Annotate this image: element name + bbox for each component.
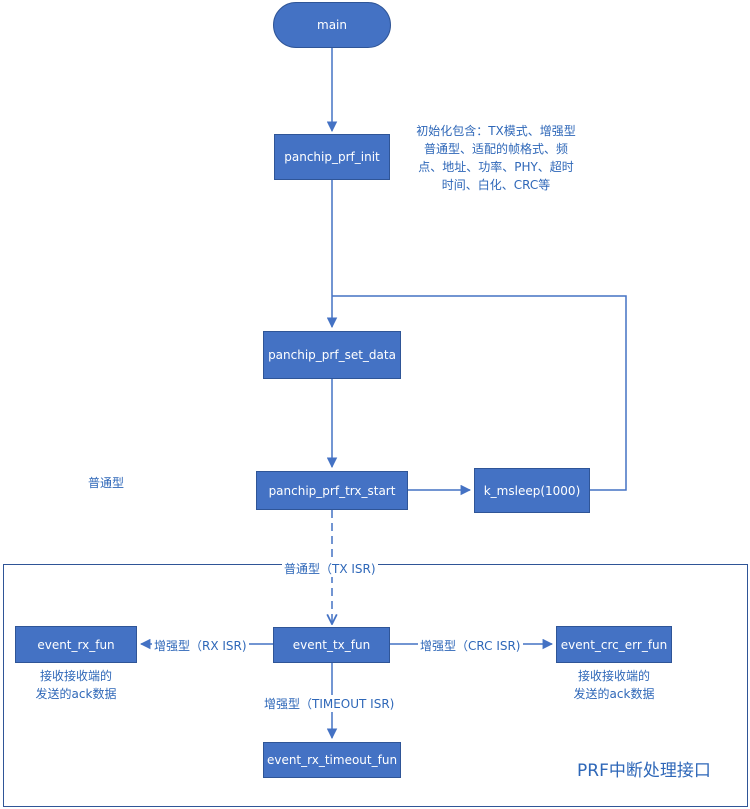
rx-ack-note-line: 接收接收端的 <box>39 669 112 683</box>
timeout-isr-edge-label: 增强型（TIMEOUT ISR) <box>262 695 397 712</box>
main-node[interactable]: main <box>273 2 391 48</box>
normal-mode-label: 普通型 <box>88 476 125 490</box>
event-rx-timeout-node[interactable]: event_rx_timeout_fun <box>263 742 401 778</box>
set-data-node[interactable]: panchip_prf_set_data <box>263 331 401 379</box>
sleep-node[interactable]: k_msleep(1000) <box>474 468 590 513</box>
init-description-line: 初始化包含：TX模式、增强型 <box>416 124 576 138</box>
crc-ack-note-line: 接收接收端的 <box>577 669 650 683</box>
init-description-line: 普通型、适配的帧格式、频 <box>423 142 568 156</box>
rx-ack-note: 接收接收端的 发送的ack数据 <box>22 667 130 703</box>
trx-start-node[interactable]: panchip_prf_trx_start <box>256 471 408 510</box>
init-description-line: 点、地址、功率、PHY、超时 <box>418 160 574 174</box>
isr-group-title: PRF中断处理接口 <box>577 761 711 781</box>
rx-isr-edge-label: 增强型（RX ISR) <box>152 637 249 654</box>
event-crc-err-node[interactable]: event_crc_err_fun <box>556 626 672 663</box>
crc-ack-note-line: 发送的ack数据 <box>573 687 655 701</box>
crc-isr-edge-label: 增强型（CRC ISR) <box>418 637 523 654</box>
edge-sleep-loop-back <box>332 295 627 491</box>
rx-ack-note-line: 发送的ack数据 <box>35 687 117 701</box>
event-rx-node[interactable]: event_rx_fun <box>15 626 137 663</box>
event-tx-node[interactable]: event_tx_fun <box>273 627 390 663</box>
init-node[interactable]: panchip_prf_init <box>274 134 390 180</box>
crc-ack-note: 接收接收端的 发送的ack数据 <box>560 667 668 703</box>
tx-isr-edge-label: 普通型（TX ISR) <box>282 560 378 577</box>
init-description: 初始化包含：TX模式、增强型 普通型、适配的帧格式、频 点、地址、功率、PHY、… <box>404 122 588 194</box>
init-description-line: 时间、白化、CRC等 <box>441 178 551 192</box>
